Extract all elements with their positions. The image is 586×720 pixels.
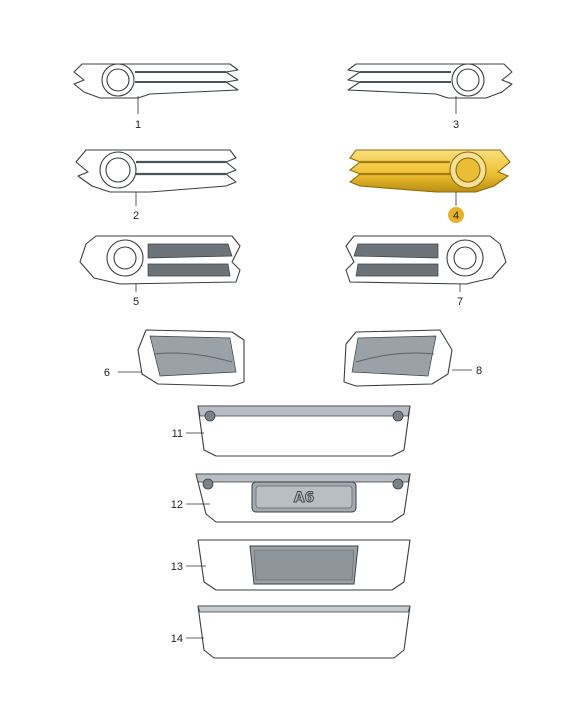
part-5-frame: 5 (79, 235, 241, 308)
part-label-6: 6 (104, 367, 110, 379)
part-1-grille: 1 (73, 63, 239, 131)
part-label-11: 11 (172, 428, 183, 440)
part-7-frame: 7 (345, 235, 507, 308)
part-label-1: 1 (135, 119, 141, 131)
a6-badge-text: A6 (294, 490, 315, 506)
part-label-12: 12 (171, 499, 183, 511)
part-2-grille: 2 (75, 149, 237, 222)
part-12-insert: A6 12 (171, 473, 411, 523)
part-13-insert: 13 (171, 539, 411, 591)
part-label-2: 2 (133, 210, 139, 222)
part-label-8: 8 (476, 365, 482, 377)
part-label-13: 13 (171, 561, 183, 573)
part-3-grille: 3 (347, 63, 513, 131)
part-label-3: 3 (453, 119, 459, 131)
part-6-air-guide: 6 (104, 329, 245, 387)
part-8-air-guide: 8 (343, 329, 482, 387)
part-label-4: 4 (453, 210, 459, 222)
part-14-insert: 14 (171, 605, 411, 659)
part-4-grille-highlighted: 4 (348, 149, 511, 223)
part-label-14: 14 (171, 633, 183, 645)
part-label-5: 5 (133, 296, 139, 308)
highlight-badge (448, 207, 464, 223)
part-11-insert: 11 (172, 405, 411, 457)
part-label-7: 7 (457, 296, 463, 308)
